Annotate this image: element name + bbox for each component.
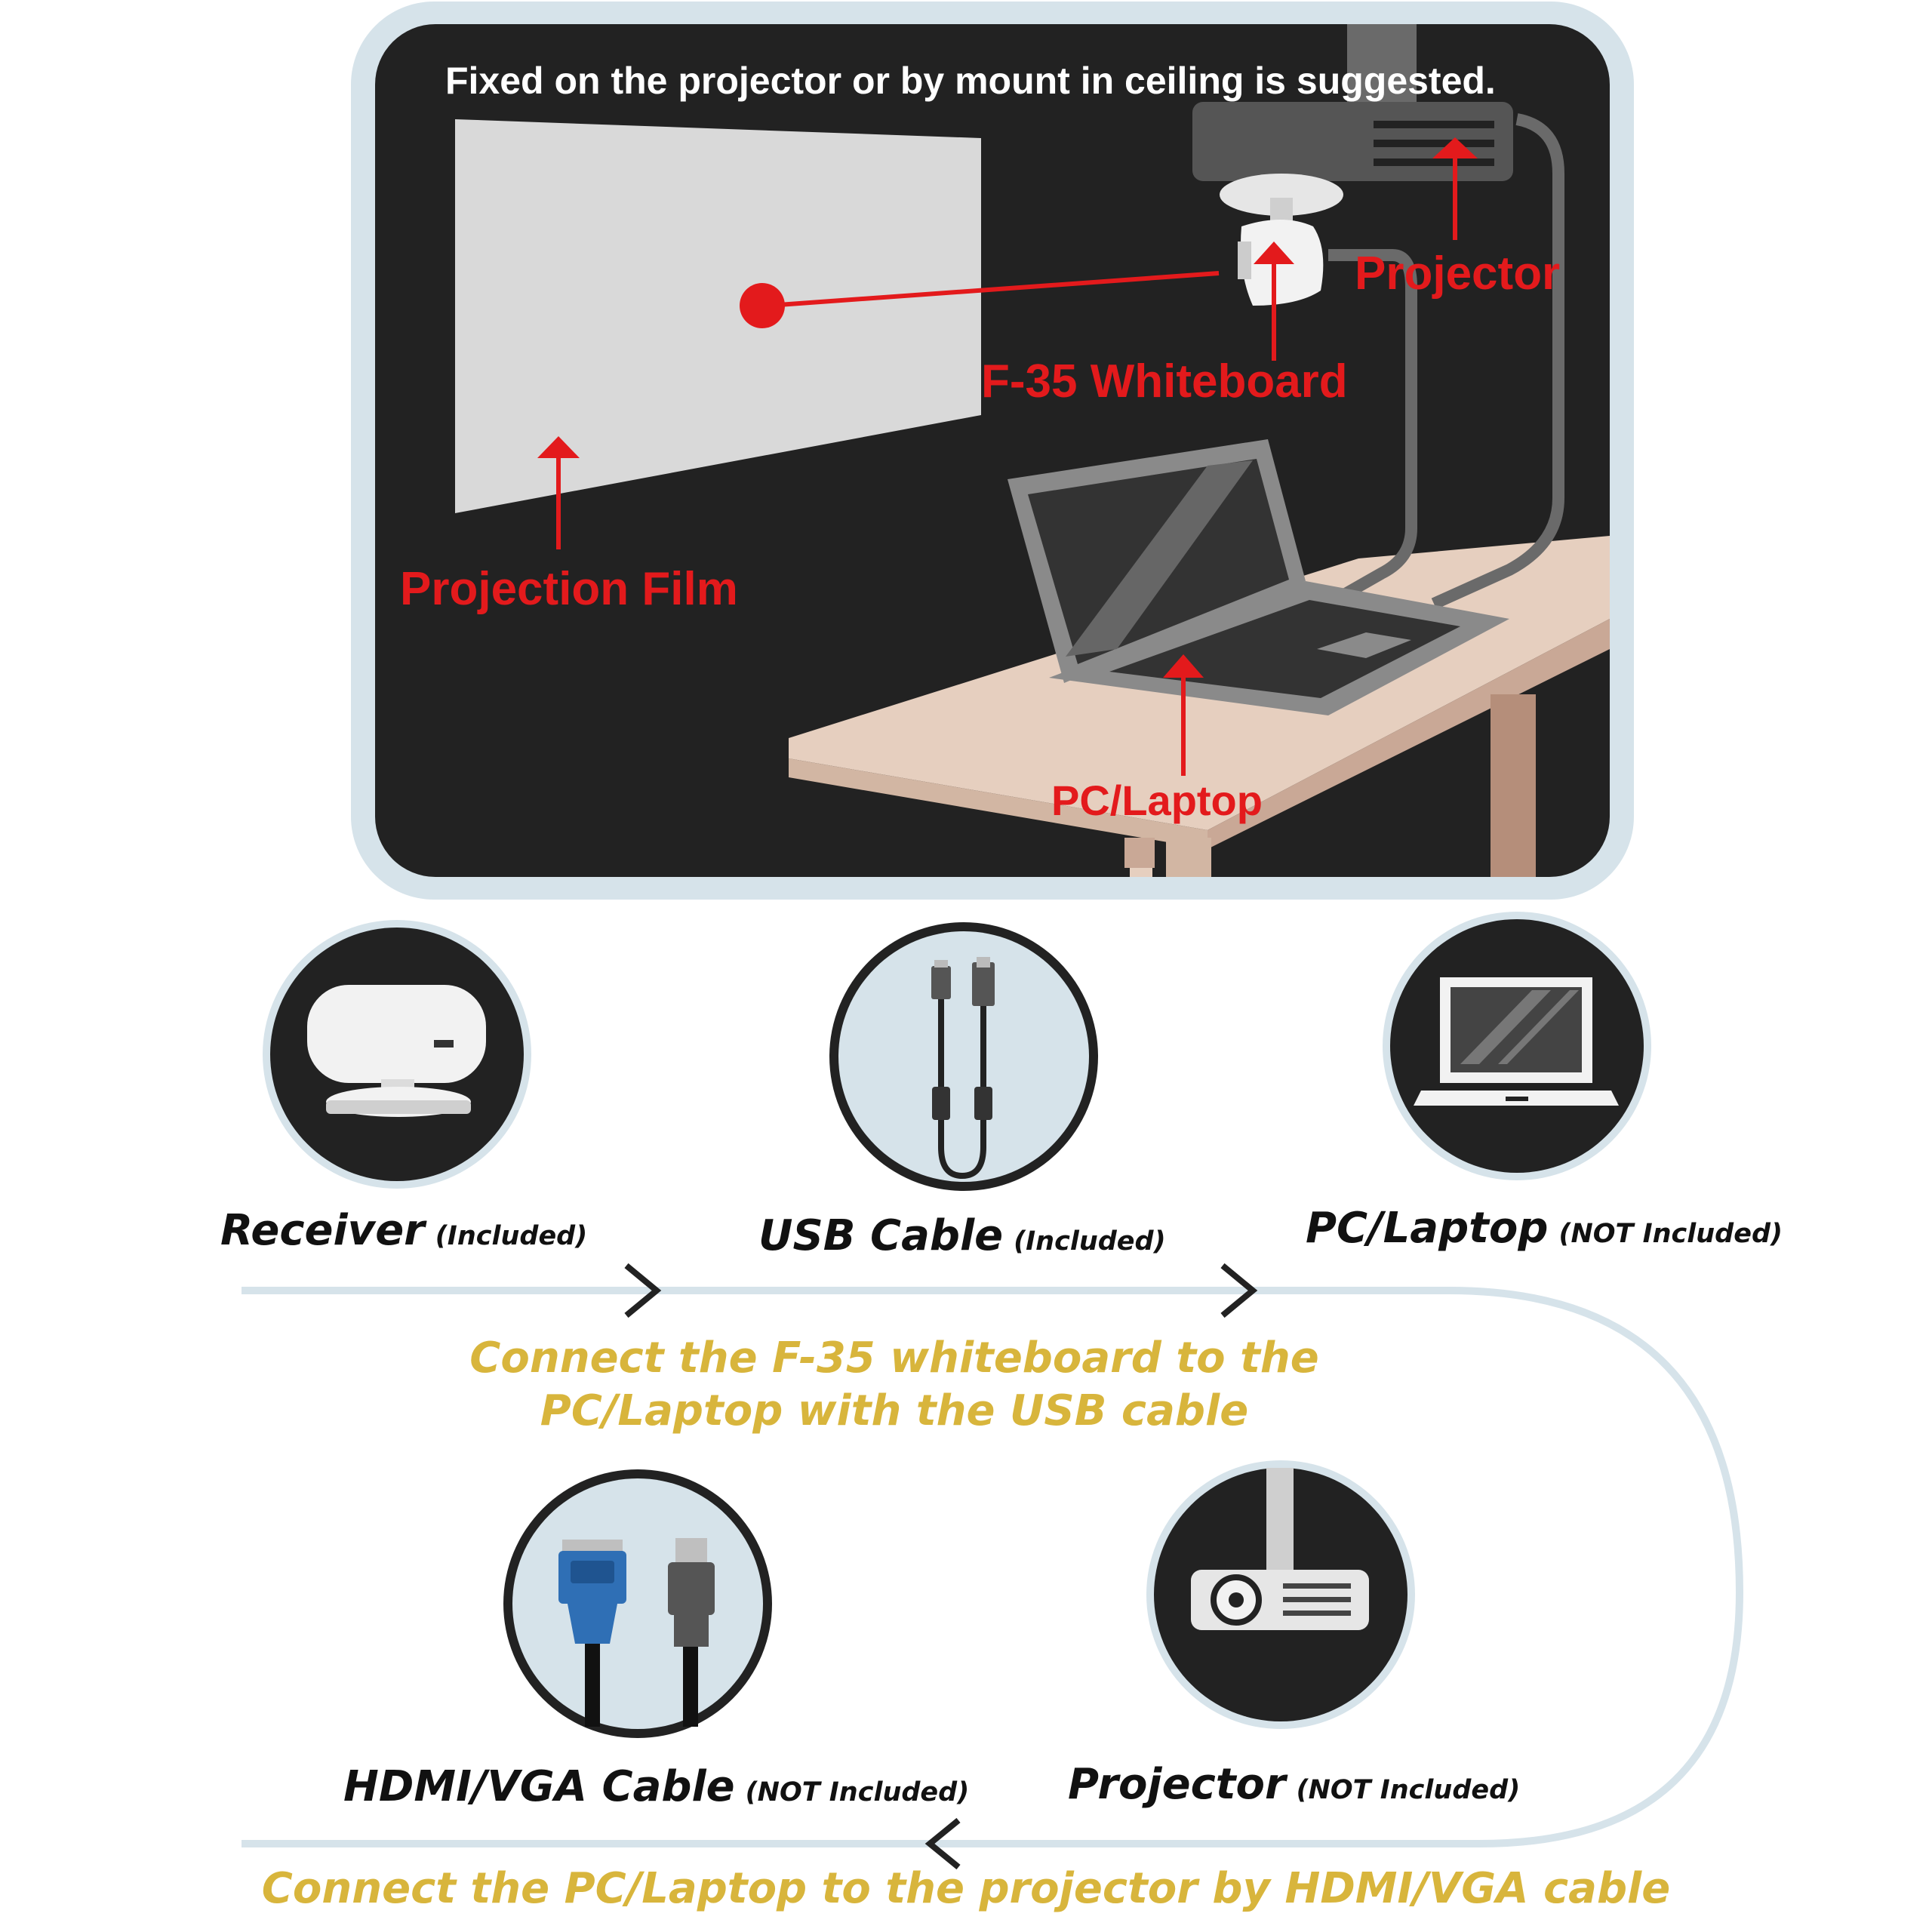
scene-title: Fixed on the projector or by mount in ce… — [445, 59, 1496, 103]
step-2-text: Connect the PC/Laptop to the projector b… — [249, 1864, 1683, 1913]
component-note: (NOT Included) — [746, 1777, 970, 1807]
label-projection-film: Projection Film — [400, 562, 738, 616]
component-note: (NOT Included) — [1297, 1775, 1521, 1805]
label-pc-laptop: PC/Laptop — [1051, 776, 1263, 825]
component-note: (Included) — [435, 1221, 587, 1251]
component-note: (Included) — [1014, 1226, 1165, 1257]
component-hdmi-vga-cable: HDMI/VGA Cable (NOT Included) — [343, 1762, 969, 1811]
receiver-icon — [263, 920, 531, 1189]
component-name: HDMI/VGA Cable — [343, 1762, 735, 1811]
component-name: Receiver — [220, 1206, 425, 1255]
hdmi-vga-cable-icon — [503, 1469, 772, 1738]
laptop-icon — [1383, 912, 1651, 1180]
component-usb-cable: USB Cable (Included) — [758, 1211, 1166, 1260]
label-f35-whiteboard: F-35 Whiteboard — [981, 355, 1348, 408]
component-name: USB Cable — [758, 1211, 1003, 1260]
component-note: (NOT Included) — [1558, 1219, 1783, 1249]
setup-scene — [351, 2, 1634, 900]
component-name: Projector — [1068, 1760, 1286, 1809]
projector-icon — [1146, 1460, 1415, 1729]
label-projector: Projector — [1355, 247, 1560, 300]
component-pc-laptop: PC/Laptop (NOT Included) — [1306, 1204, 1783, 1253]
component-projector: Projector (NOT Included) — [1068, 1760, 1520, 1809]
usb-cable-icon — [829, 922, 1098, 1191]
component-name: PC/Laptop — [1306, 1204, 1548, 1253]
component-receiver: Receiver (Included) — [220, 1206, 587, 1255]
step-1-text: Connect the F-35 whiteboard to the PC/La… — [460, 1332, 1328, 1438]
